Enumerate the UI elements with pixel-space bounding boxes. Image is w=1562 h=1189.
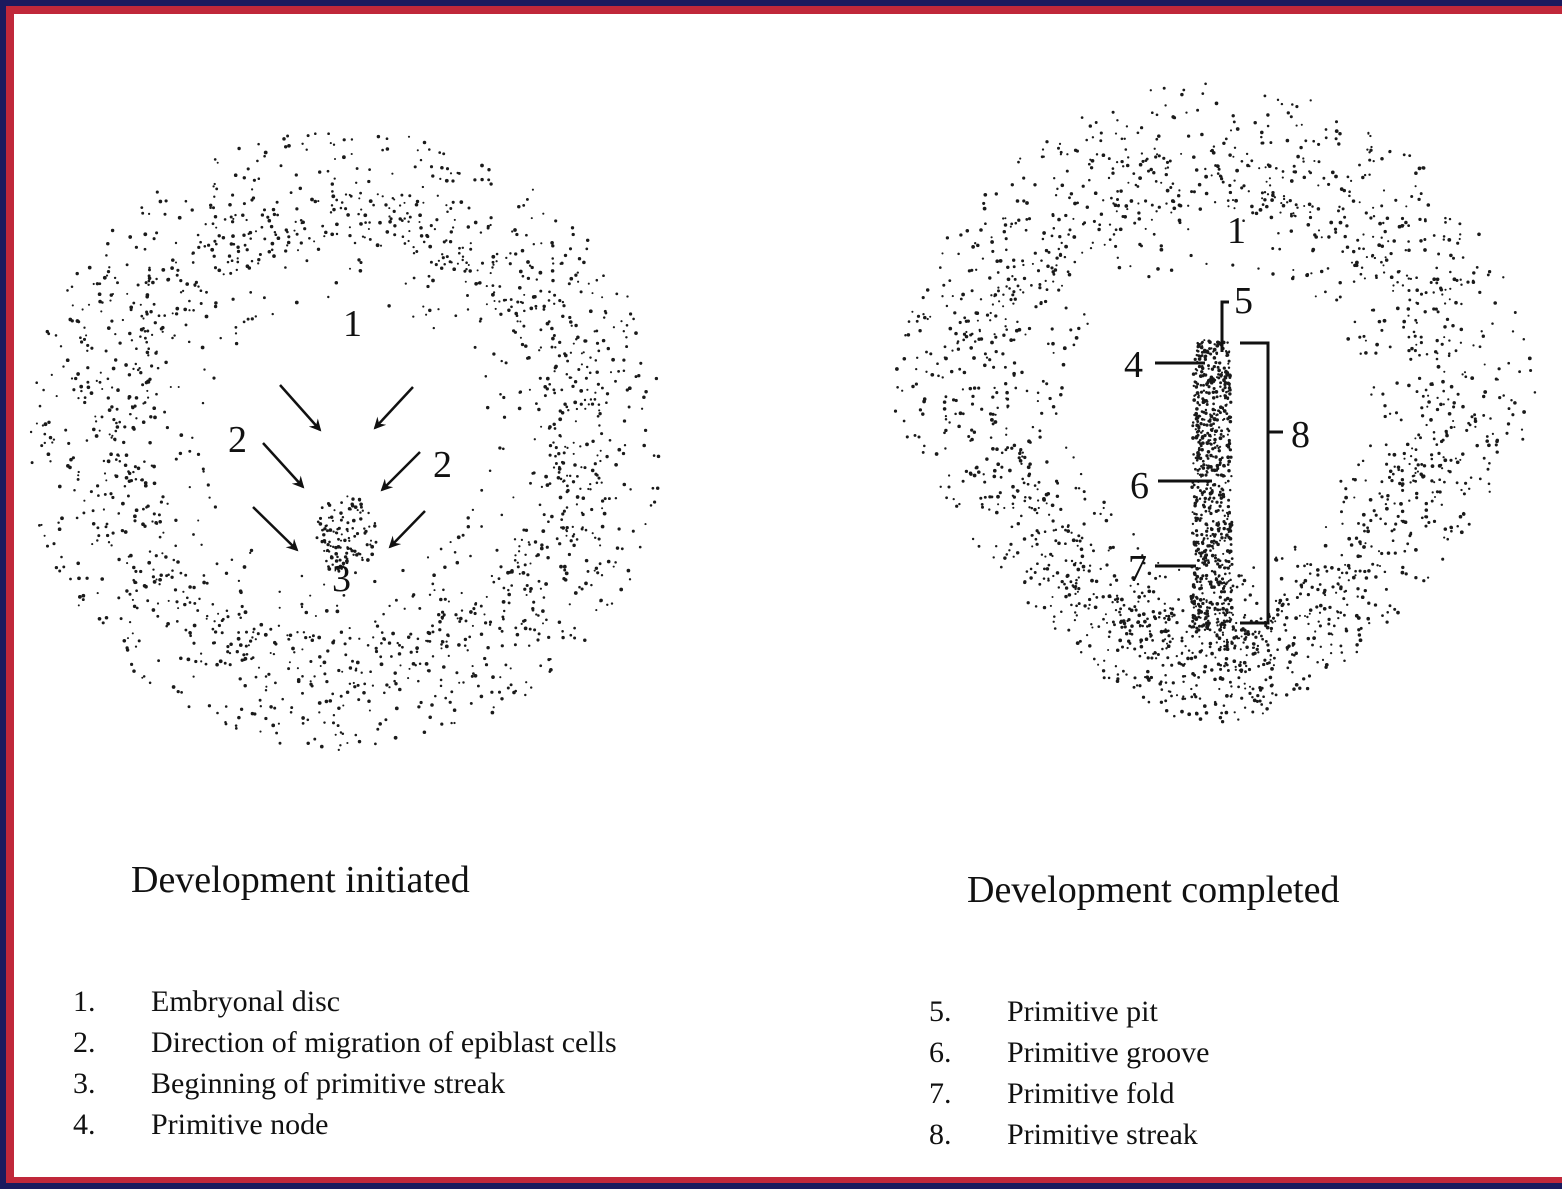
right-label-primitive-node: 4	[1124, 344, 1143, 386]
left-caption: Development initiated	[131, 858, 470, 902]
right-label-primitive-fold: 7	[1128, 548, 1147, 590]
right-embryo-disc-stipple	[894, 83, 1536, 724]
legend-text: Primitive fold	[1007, 1077, 1175, 1111]
right-label-embryonal-disc: 1	[1227, 210, 1246, 252]
right-caption: Development completed	[967, 868, 1340, 912]
legend-number: 4.	[73, 1108, 96, 1142]
legend-number: 7.	[929, 1077, 952, 1111]
left-label-streak-beginning: 3	[332, 558, 351, 600]
legend-text: Primitive groove	[1007, 1036, 1209, 1070]
arrow-icon	[375, 387, 413, 428]
legend-text: Primitive pit	[1007, 995, 1158, 1029]
legend-number: 8.	[929, 1118, 952, 1152]
arrow-icon	[263, 443, 303, 487]
legend-number: 3.	[73, 1067, 96, 1101]
legend-text: Primitive streak	[1007, 1118, 1198, 1152]
legend-text: Embryonal disc	[151, 985, 340, 1019]
legend-number: 5.	[929, 995, 952, 1029]
legend-number: 6.	[929, 1036, 952, 1070]
legend-text: Beginning of primitive streak	[151, 1067, 505, 1101]
left-label-migration-right: 2	[433, 444, 452, 486]
arrow-icon	[280, 385, 320, 430]
right-label-primitive-groove: 6	[1130, 465, 1149, 507]
pit-leader-line	[1222, 302, 1229, 352]
left-label-embryonal-disc: 1	[343, 303, 362, 345]
legend-number: 1.	[73, 985, 96, 1019]
left-embryo-disc-stipple	[30, 132, 660, 751]
arrow-icon	[390, 511, 425, 547]
arrow-icon	[382, 452, 420, 490]
left-label-migration-left: 2	[228, 419, 247, 461]
right-label-primitive-streak: 8	[1291, 414, 1310, 456]
migration-arrows	[253, 385, 425, 550]
arrow-icon	[253, 507, 297, 550]
right-label-primitive-pit: 5	[1234, 280, 1253, 322]
legend-number: 2.	[73, 1026, 96, 1060]
legend-text: Primitive node	[151, 1108, 328, 1142]
legend-text: Direction of migration of epiblast cells	[151, 1026, 617, 1060]
